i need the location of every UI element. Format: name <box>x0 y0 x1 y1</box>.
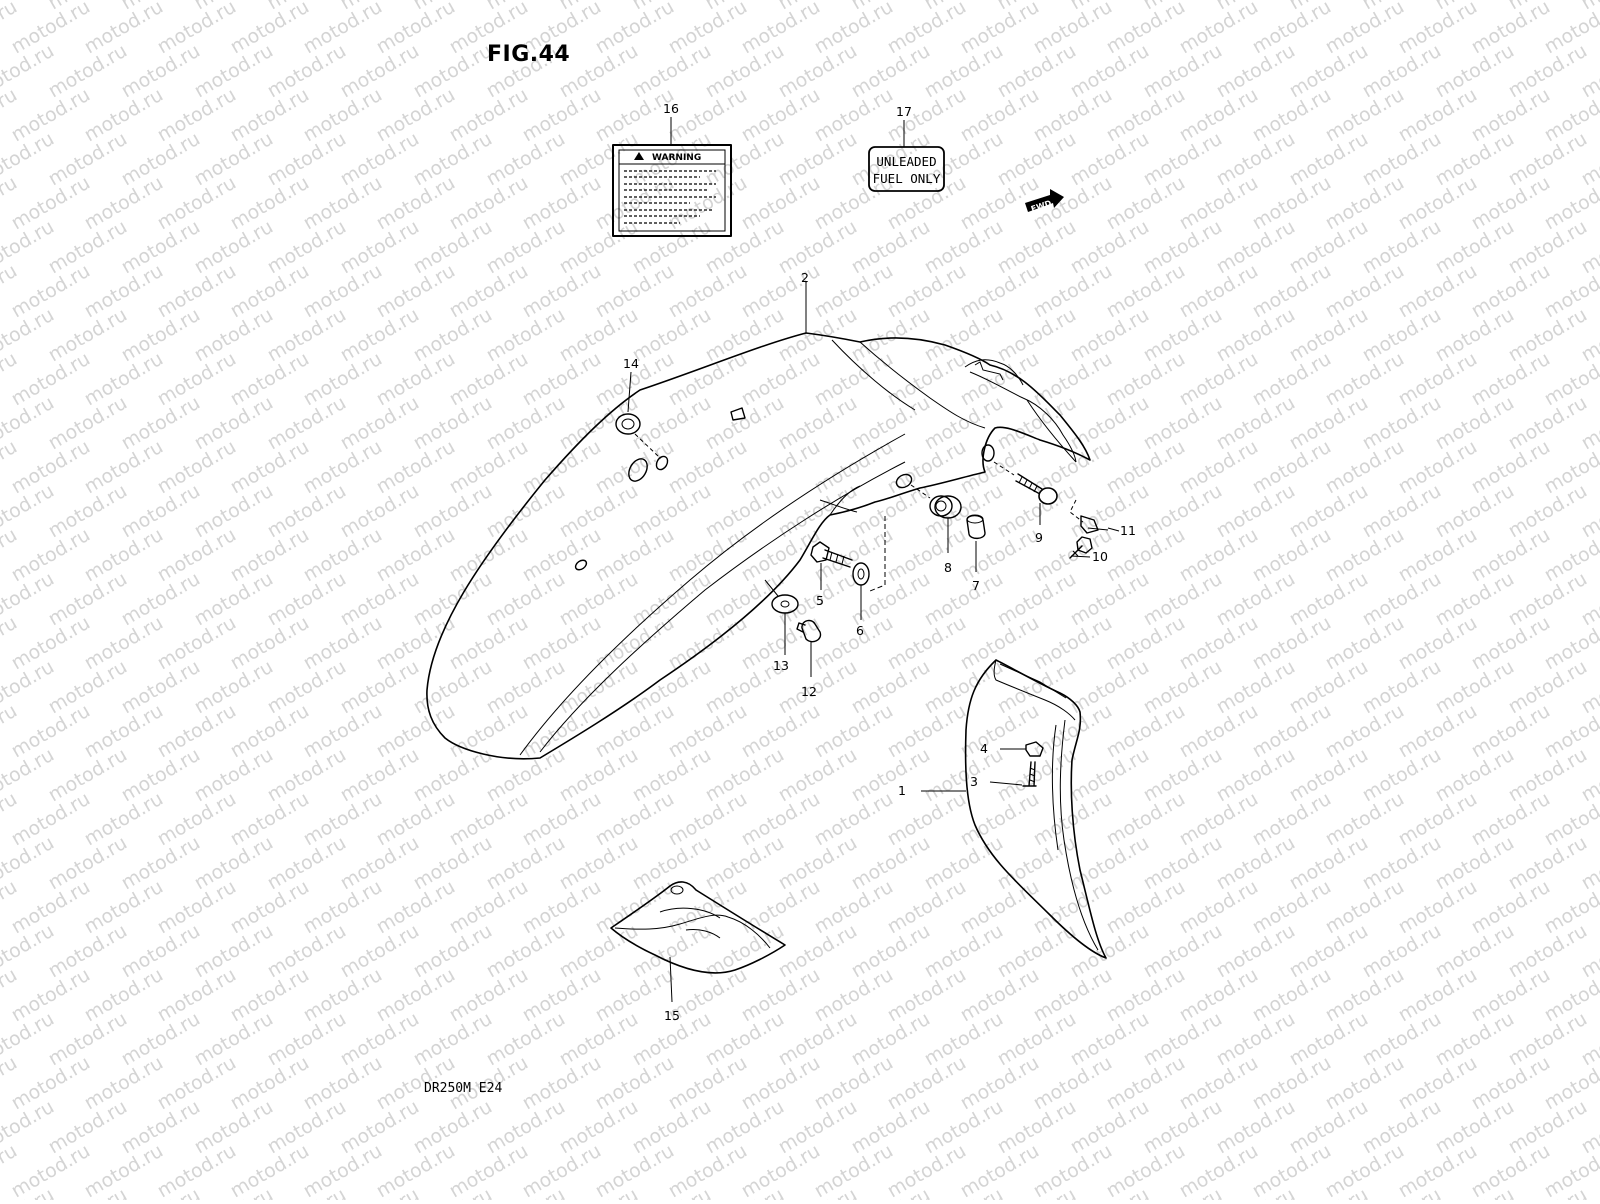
callout-16: 16 <box>663 101 679 116</box>
callout-8: 8 <box>944 560 952 575</box>
callout-5: 5 <box>816 593 824 608</box>
warning-label-title: WARNING <box>652 153 701 163</box>
callout-14: 14 <box>623 356 639 371</box>
callout-11: 11 <box>1120 523 1136 538</box>
callout-6: 6 <box>856 623 864 638</box>
model-code: DR250M E24 <box>424 1081 502 1096</box>
callout-10: 10 <box>1092 549 1108 564</box>
callout-1: 1 <box>898 783 906 798</box>
fuel-label-line1: UNLEADED <box>876 154 936 169</box>
callout-7: 7 <box>972 578 980 593</box>
callout-12: 12 <box>801 684 817 699</box>
callout-17: 17 <box>896 104 912 119</box>
callout-9: 9 <box>1035 530 1043 545</box>
callout-15: 15 <box>664 1008 680 1023</box>
callout-4: 4 <box>980 741 988 756</box>
figure-title: FIG.44 <box>487 42 570 67</box>
fuel-label-line2: FUEL ONLY <box>873 171 941 186</box>
callout-13: 13 <box>773 658 789 673</box>
callout-3: 3 <box>970 774 978 789</box>
callout-2: 2 <box>801 270 809 285</box>
